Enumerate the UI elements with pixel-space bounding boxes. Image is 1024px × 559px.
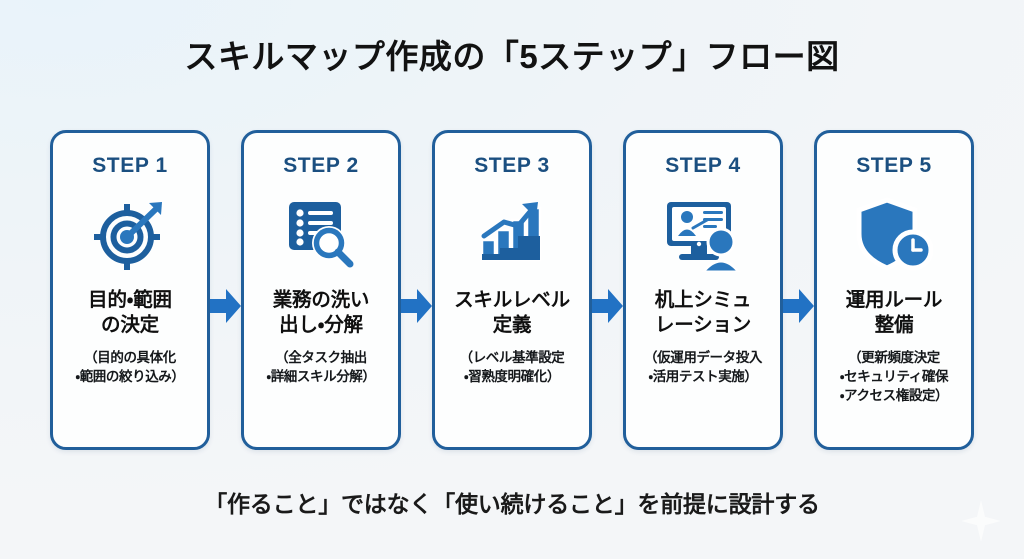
footer-caption: 「作ること」ではなく「使い続けること」を前提に設計する [204, 491, 820, 517]
step-label-3: STEP 3 [474, 154, 550, 177]
step-card-1[interactable]: STEP 1 [50, 130, 210, 450]
step-subtitle-4-line-2: ・活用テスト実施） [648, 369, 758, 385]
step-flow-row: STEP 1 [50, 130, 974, 450]
growth-bar-chart-icon [467, 194, 557, 274]
step-subtitle-5: （更新頻度決定 ・セキュリティ確保 ・アクセス権設定） [816, 348, 972, 405]
step-title-1-line-2: の決定 [101, 313, 159, 336]
step-title-3: スキルレベル 定義 [437, 288, 587, 337]
step-subtitle-1-line-1: （目的の具体化 [84, 350, 176, 366]
step-title-4: 机上シミュ レーション [628, 288, 778, 337]
step-label-2: STEP 2 [283, 154, 359, 177]
arrow-step4-to-step5 [783, 284, 814, 328]
step-title-5: 運用ルール 整備 [819, 288, 969, 337]
step-title-3-line-1: スキルレベル [454, 289, 570, 311]
step-title-2: 業務の洗い 出し・分解 [246, 288, 396, 337]
step-label-1: STEP 1 [92, 154, 168, 177]
step-title-4-line-2: レーション [654, 313, 752, 336]
target-arrow-icon [85, 194, 175, 274]
step-label-4: STEP 4 [665, 154, 741, 177]
step-title-3-line-2: 定義 [492, 313, 532, 336]
step-card-5[interactable]: STEP 5 運用ルール 整備 （更新頻度決定 ・セキュリティ確保 [814, 130, 974, 450]
step-label-5: STEP 5 [856, 154, 932, 177]
step-subtitle-3-line-2: ・習熟度明確化） [464, 369, 560, 385]
arrow-step2-to-step3 [401, 284, 432, 328]
step-subtitle-2: （全タスク抽出 ・詳細スキル分解） [243, 348, 399, 386]
step-subtitle-4: （仮運用データ投入 ・活用テスト実施） [625, 348, 781, 386]
step-title-5-line-1: 運用ルール [845, 289, 943, 311]
step-subtitle-2-line-1: （全タスク抽出 [275, 350, 367, 366]
shield-clock-icon [849, 194, 939, 274]
step-title-1: 目的・範囲 の決定 [55, 288, 205, 337]
step-subtitle-5-line-2: ・セキュリティ確保 [839, 369, 949, 385]
step-title-1-line-1: 目的・範囲 [88, 289, 172, 311]
step-subtitle-3-line-1: （レベル基準設定 [459, 350, 565, 366]
step-title-2-line-2: 出し・分解 [279, 313, 363, 336]
arrow-step3-to-step4 [592, 284, 623, 328]
step-title-4-line-1: 机上シミュ [654, 289, 752, 311]
step-subtitle-1-line-2: ・範囲の絞り込み） [75, 369, 185, 385]
step-subtitle-4-line-1: （仮運用データ投入 [644, 350, 762, 366]
step-subtitle-2-line-2: ・詳細スキル分解） [266, 369, 376, 385]
step-subtitle-3: （レベル基準設定 ・習熟度明確化） [434, 348, 590, 386]
step-card-2[interactable]: STEP 2 [241, 130, 401, 450]
step-card-3[interactable]: STEP 3 スキルレベル 定義 [432, 130, 592, 450]
step-title-2-line-1: 業務の洗い [272, 289, 370, 311]
step-subtitle-5-line-1: （更新頻度決定 [848, 350, 940, 366]
arrow-step1-to-step2 [210, 284, 241, 328]
step-card-4[interactable]: STEP 4 [623, 130, 783, 450]
step-subtitle-1: （目的の具体化 ・範囲の絞り込み） [52, 348, 208, 386]
checklist-magnifier-icon [276, 194, 366, 274]
presentation-monitor-icon [658, 194, 748, 274]
step-title-5-line-2: 整備 [874, 313, 914, 336]
page-title: スキルマップ作成の「5ステップ」フロー図 [184, 38, 840, 75]
step-subtitle-5-line-3: ・アクセス権設定） [839, 388, 949, 404]
